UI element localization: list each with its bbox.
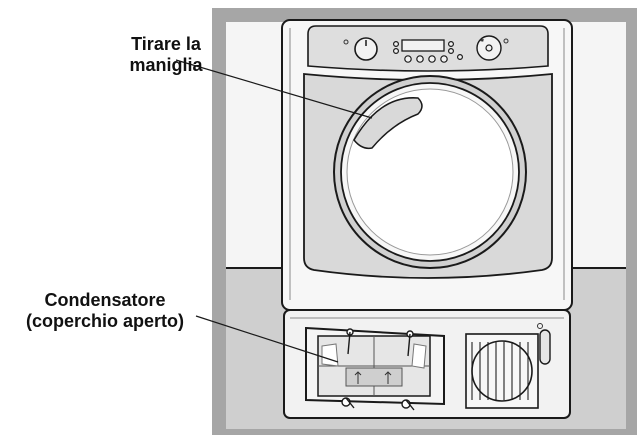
handle-label: Tirare la maniglia	[100, 34, 232, 76]
condenser-leader-line	[195, 315, 339, 363]
up-arrow-icon	[354, 371, 392, 384]
condenser	[305, 326, 445, 411]
door	[333, 75, 527, 269]
condenser-label-line-1: Condensatore	[44, 290, 166, 310]
button-row	[393, 40, 464, 63]
condenser-label-line-2: (coperchio aperto)	[25, 311, 185, 331]
svg-text:✱: ✱	[480, 38, 485, 44]
display-window	[401, 39, 445, 52]
latch-icon	[341, 328, 415, 411]
mode-dial-icon: ✱	[476, 35, 509, 61]
handle-label-line-1: Tirare la	[131, 34, 201, 54]
handle-label-line-2: maniglia	[129, 55, 203, 75]
control-knob-icon	[354, 37, 378, 61]
status-light-icon	[343, 39, 349, 45]
vent-lever-icon	[539, 329, 551, 365]
air-vent	[465, 323, 551, 409]
condenser-label: Condensatore (coperchio aperto)	[0, 290, 210, 332]
handle-leader-line	[175, 59, 373, 119]
control-panel: ✱	[307, 25, 549, 72]
door-handle	[353, 97, 423, 150]
